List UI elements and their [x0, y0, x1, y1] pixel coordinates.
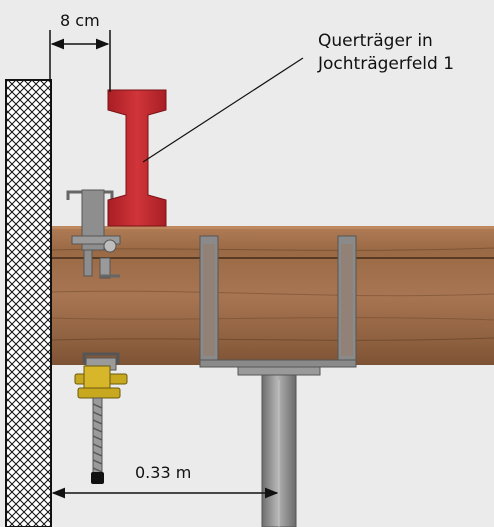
wall [5, 79, 52, 527]
wooden-beam [51, 226, 494, 365]
screw-jack [74, 352, 128, 484]
cross-beam-callout: Querträger in Jochträgerfeld 1 [318, 30, 454, 76]
cross-beam [107, 89, 167, 227]
dimension-bottom-label: 0.33 m [135, 463, 192, 482]
fork-head [199, 235, 357, 376]
callout-line-1: Querträger in [318, 31, 433, 51]
dimension-top-label: 8 cm [60, 11, 100, 30]
callout-line-2: Jochträgerfeld 1 [318, 54, 455, 74]
support-post [261, 374, 297, 527]
beam-clamp [66, 189, 121, 279]
dimension-top [49, 30, 111, 92]
callout-leader [142, 57, 304, 163]
